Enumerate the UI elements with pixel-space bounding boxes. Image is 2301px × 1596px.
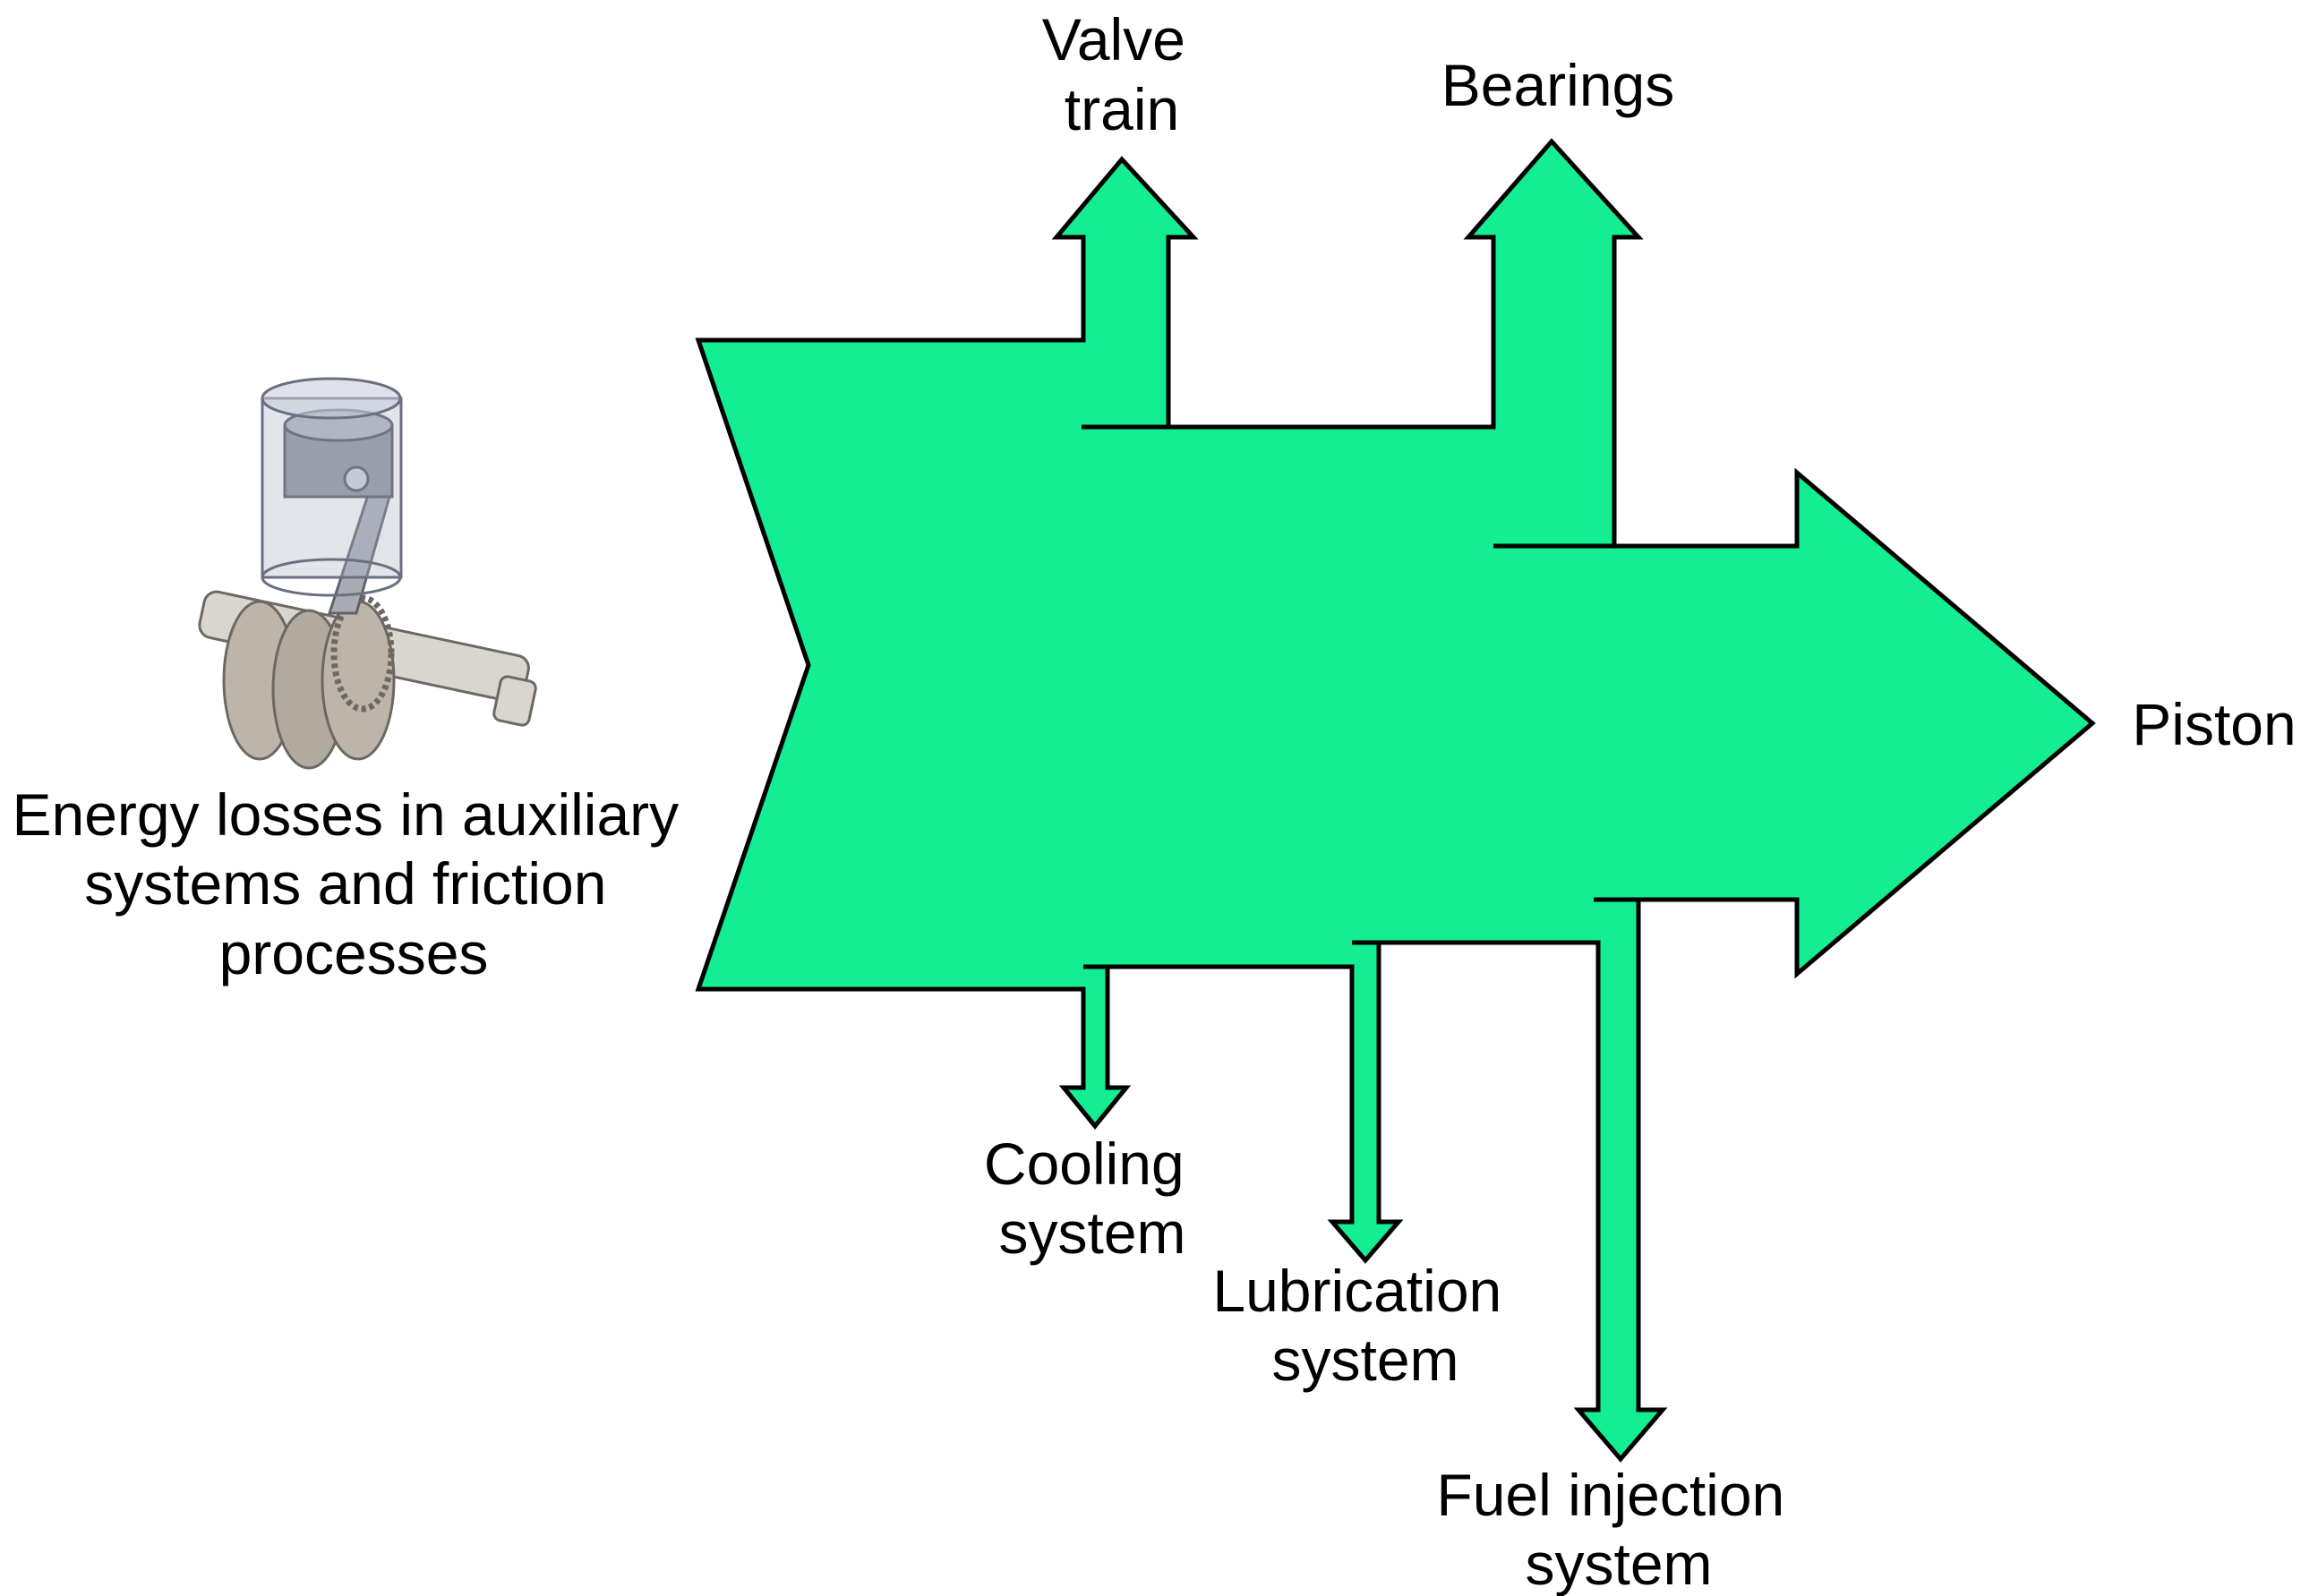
crankshaft-end bbox=[492, 675, 537, 727]
fuel-injection-system-label-line-2: system bbox=[1525, 1531, 1712, 1596]
cooling-system-label: Cooling system bbox=[984, 1131, 1201, 1266]
cylinder-top bbox=[261, 377, 402, 420]
source-label: Energy losses in auxiliary systems and f… bbox=[12, 781, 695, 986]
lubrication-system-label: Lubrication system bbox=[1212, 1258, 1518, 1393]
lubrication-system-label-line-2: system bbox=[1271, 1327, 1458, 1393]
fuel-injection-system-label-line-1: Fuel injection bbox=[1436, 1462, 1784, 1528]
crank-gear bbox=[330, 594, 395, 713]
cooling-system-label-line-2: system bbox=[998, 1199, 1185, 1266]
source-label-line-1: Energy losses in auxiliary bbox=[12, 781, 679, 848]
cooling-system-label-line-1: Cooling bbox=[984, 1131, 1185, 1197]
cylinder-bottom bbox=[261, 558, 402, 597]
bearings-label-line-1: Bearings bbox=[1441, 52, 1675, 118]
cylinder-liner bbox=[261, 397, 403, 579]
flow-dividers bbox=[1082, 424, 1638, 969]
piston-crankshaft-icon bbox=[198, 377, 537, 770]
valve-train-label: Valve train bbox=[1042, 6, 1202, 142]
piston-pin bbox=[343, 465, 370, 492]
source-label-line-3: processes bbox=[219, 920, 489, 986]
bearings-label: Bearings bbox=[1441, 52, 1675, 118]
fuel-injection-system-label: Fuel injection system bbox=[1436, 1462, 1801, 1596]
piston-label-line-1: Piston bbox=[2132, 691, 2296, 757]
valve-train-label-line-2: train bbox=[1065, 76, 1179, 142]
piston-label: Piston bbox=[2132, 691, 2296, 757]
crank-web bbox=[321, 600, 396, 761]
valve-train-label-line-1: Valve bbox=[1042, 6, 1185, 73]
source-label-line-2: systems and friction bbox=[84, 850, 606, 917]
lubrication-system-label-line-1: Lubrication bbox=[1212, 1258, 1501, 1324]
